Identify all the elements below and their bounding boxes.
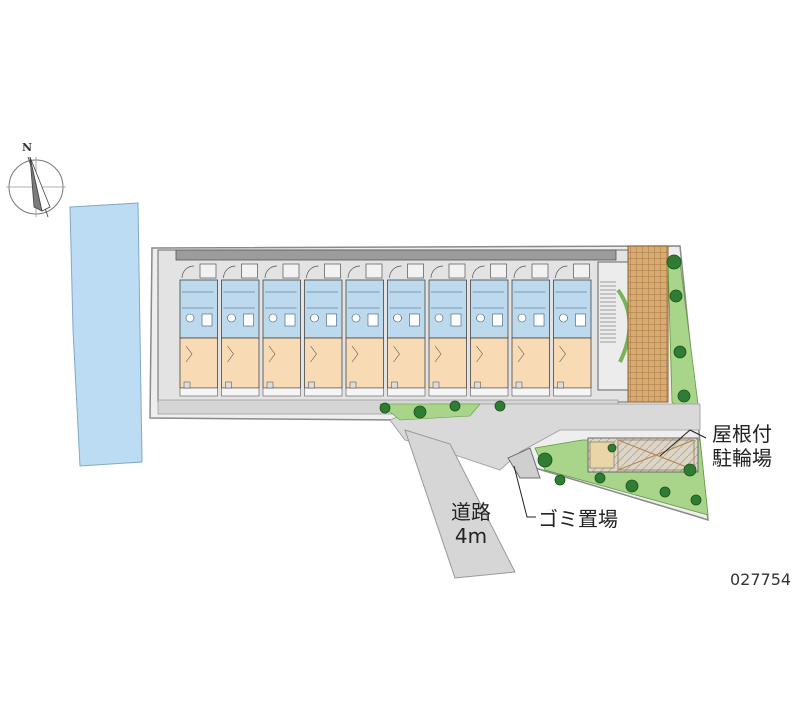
- tree-icon: [449, 400, 461, 412]
- apartment-unit: [345, 263, 384, 397]
- apartment-unit: [262, 263, 301, 397]
- tree-icon: [594, 472, 606, 484]
- bicycle-shelter-label: 屋根付 駐輪場: [712, 422, 772, 470]
- apartment-unit: [511, 263, 550, 397]
- leader-lines: [513, 429, 707, 518]
- tree-icon: [379, 402, 391, 414]
- apartment-unit: [304, 263, 343, 397]
- apartment-unit: [470, 263, 509, 397]
- tree-icon: [537, 452, 553, 468]
- tree-icon: [659, 486, 671, 498]
- apartment-unit: [553, 263, 592, 397]
- apartment-unit: [428, 263, 467, 397]
- tree-icon: [690, 494, 702, 506]
- road: [404, 429, 516, 579]
- road-label: 道路 4m: [444, 500, 498, 548]
- staircase: [597, 261, 632, 391]
- apartment-unit: [179, 263, 218, 397]
- apartment-unit: [221, 263, 260, 397]
- tree-icon: [607, 443, 617, 453]
- road-width: 4m: [454, 524, 488, 548]
- tree-icon: [666, 254, 682, 270]
- brick-path: [627, 245, 669, 403]
- map-id: 027754: [730, 570, 792, 589]
- tree-icon: [677, 389, 691, 403]
- bicycle-shelter: [587, 437, 699, 473]
- tree-icon: [673, 345, 687, 359]
- tree-icon: [494, 400, 506, 412]
- apartment-unit: [387, 263, 426, 397]
- building-roof-edge: [175, 249, 617, 261]
- tree-icon: [625, 479, 639, 493]
- compass-rose-icon: N: [6, 141, 66, 218]
- tree-icon: [413, 405, 427, 419]
- road-name: 道路: [451, 500, 491, 524]
- apartment-units: [179, 263, 592, 397]
- garbage-area-label: ゴミ置場: [538, 507, 618, 531]
- trees: [379, 254, 702, 506]
- river: [69, 202, 143, 467]
- bicycle-label-line1: 屋根付: [712, 422, 772, 446]
- compass-north-label: N: [22, 141, 32, 154]
- tree-icon: [669, 289, 683, 303]
- garbage-area: [507, 447, 541, 479]
- tree-icon: [683, 463, 697, 477]
- tree-icon: [554, 474, 566, 486]
- bicycle-label-line2: 駐輪場: [712, 446, 772, 470]
